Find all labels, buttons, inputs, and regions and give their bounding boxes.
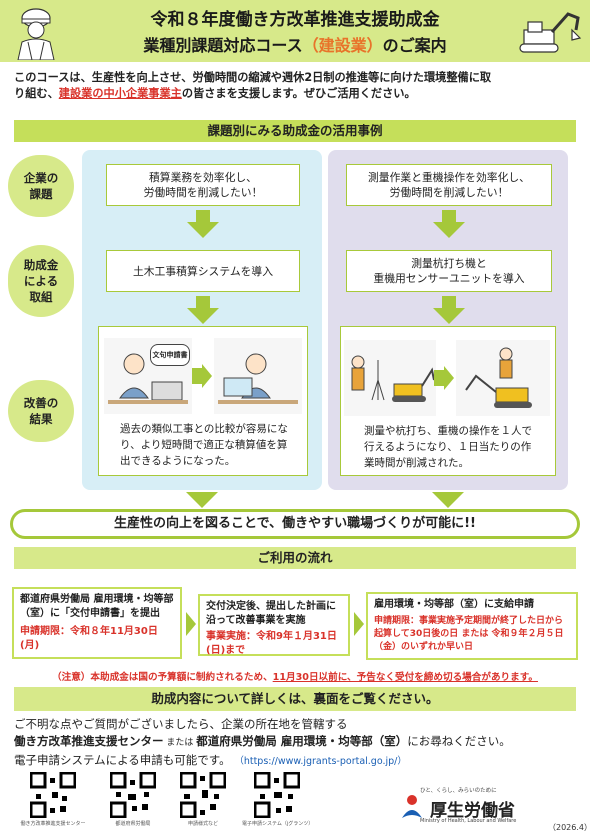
qr-caption: 申請様式など <box>187 821 218 827</box>
right-issue-box: 測量作業と重機操作を効率化し、 労働時間を削減したい！ <box>346 164 552 206</box>
mhlw-logo-icon <box>402 795 422 818</box>
step2-deadline-label: 事業実施： <box>206 631 256 642</box>
budget-notice: （注意）本助成金は国の予算額に制約されるため、11月30日以前に、予告なく受付を… <box>12 669 578 683</box>
intro-line2-post: の皆さまを支援します。ぜひご活用ください。 <box>181 87 416 100</box>
intro-text: このコースは、生産性を向上させ、労働時間の縮減や週休2日制の推進等に向けた環境整… <box>14 70 579 102</box>
down-arrow-icon <box>187 308 219 324</box>
qr-caption: 都道府県労働局 <box>115 821 151 827</box>
surveying-workers-illustration <box>344 340 436 416</box>
jgrants-url-link[interactable]: （https://www.jgrants-portal.go.jp/） <box>234 756 407 767</box>
right-action-box: 測量杭打ち機と 重機用センサーユニットを導入 <box>346 250 552 292</box>
down-arrow-icon <box>433 308 465 324</box>
right-arrow-icon <box>354 612 364 636</box>
step1-text: 都道府県労働局 雇用環境・均等部（室）に「交付申請書」を提出 <box>20 594 174 619</box>
contact-line1: ご不明な点やご質問がございましたら、企業の所在地を管轄する <box>14 717 348 731</box>
subtitle-course: 業種別課題対応コース <box>143 36 303 55</box>
header-banner <box>0 0 590 62</box>
flow-step-1: 都道府県労働局 雇用環境・均等部（室）に「交付申請書」を提出 申請期限：令和８年… <box>12 587 182 659</box>
step2-deadline: 令和9年１月31日(日)まで <box>206 631 337 656</box>
label-issue: 企業の 課題 <box>8 155 74 217</box>
intro-target: 建設業の中小企業事業主 <box>58 87 182 100</box>
version-date: （2026.4） <box>548 823 590 832</box>
notice-deadline: 11月30日以前に、予告なく受付を締め切る場合があります。 <box>272 672 538 683</box>
left-issue-box: 積算業務を効率化し、 労働時間を削減したい！ <box>106 164 300 206</box>
logo-tagline: ひと、くらし、みらいのために <box>420 788 497 794</box>
left-action-box: 土木工事積算システムを導入 <box>106 250 300 292</box>
arrow-stem <box>196 210 210 222</box>
qr-caption: 電子申請システム（jグランツ） <box>242 821 314 827</box>
down-arrow-icon <box>187 222 219 238</box>
qr-code-icon <box>254 772 300 818</box>
step3-text: 雇用環境・均等部（室）に支給申請 <box>374 599 534 610</box>
step3-deadline: 申請期限：事業実施予定期間が終了した日から起算して30日後の日 または 令和９年… <box>374 616 564 652</box>
qr-code-icon <box>180 772 226 818</box>
flow-step-3: 雇用環境・均等部（室）に支給申請 申請期限：事業実施予定期間が終了した日から起算… <box>366 592 578 660</box>
step1-deadline: 申請期限：令和８年11月30日(月) <box>20 626 158 651</box>
arrow-stem <box>442 210 456 222</box>
cases-section-title: 課題別にみる助成金の活用事例 <box>14 120 576 142</box>
flow-section-title: ご利用の流れ <box>14 547 576 569</box>
down-arrow-icon <box>433 222 465 238</box>
contact-line3: 電子申請システムによる申請も可能です。 <box>14 753 231 767</box>
logo-english: Ministry of Health, Labour and Welfare <box>420 818 517 824</box>
contact-text: ご不明な点やご質問がございましたら、企業の所在地を管轄する 働き方改革推進支援セ… <box>14 716 580 770</box>
intro-line2-pre: り組む、 <box>14 87 59 100</box>
logo-name: 厚生労働省 <box>430 801 515 821</box>
qr-code-icon <box>110 772 156 818</box>
contact-line2-post: にお尋ねください。 <box>407 734 511 748</box>
details-bar: 助成内容について詳しくは、裏面をご覧ください。 <box>14 687 576 711</box>
intro-line1: このコースは、生産性を向上させ、労働時間の縮減や週休2日制の推進等に向けた環境整… <box>14 71 492 84</box>
label-action: 助成金 による 取組 <box>8 245 74 317</box>
speech-bubble: 文句申請書 <box>150 344 190 366</box>
labour-bureau: 都道府県労働局 雇用環境・均等部（室） <box>196 734 408 748</box>
right-arrow-icon <box>434 366 454 390</box>
arrow-stem <box>196 296 210 308</box>
right-result-text: 測量や杭打ち、重機の操作を１人で行えるようになり、１日当たりの作業時間が削減され… <box>354 420 550 474</box>
step2-text: 交付決定後、提出した計画に沿って改善事業を実施 <box>206 601 336 626</box>
down-arrow-icon <box>186 492 218 508</box>
notice-text: （注意）本助成金は国の予算額に制約されるため、 <box>52 672 273 683</box>
subtitle-industry: （建設業） <box>302 36 383 55</box>
construction-worker-icon <box>17 8 55 60</box>
qr-code-icon <box>30 772 76 818</box>
excavator-sensor-illustration <box>456 340 550 416</box>
right-arrow-icon <box>192 364 212 388</box>
right-arrow-icon <box>186 612 196 636</box>
down-arrow-icon <box>432 492 464 508</box>
page-subtitle: 業種別課題対応コース（建設業）のご案内 <box>0 32 590 56</box>
left-result-text: 過去の類似工事との比較が容易になり、より短時間で適正な積算値を算出できるようにな… <box>110 418 298 472</box>
qr-caption: 働き方改革推進支援センター <box>20 821 86 827</box>
page-title: 令和８年度働き方改革推進支援助成金 <box>150 10 440 30</box>
arrow-stem <box>442 296 456 308</box>
contact-or: または <box>163 738 197 748</box>
label-result: 改善の 結果 <box>8 380 74 442</box>
excavator-icon <box>519 12 582 53</box>
flow-step-2: 交付決定後、提出した計画に沿って改善事業を実施 事業実施：令和9年１月31日(日… <box>198 594 350 656</box>
office-worker-happy-illustration <box>214 338 302 414</box>
support-center: 働き方改革推進支援センター <box>14 734 164 748</box>
subtitle-suffix: のご案内 <box>382 36 447 55</box>
productivity-banner: 生産性の向上を図ることで、働きやすい職場づくりが可能に!! <box>10 509 580 539</box>
